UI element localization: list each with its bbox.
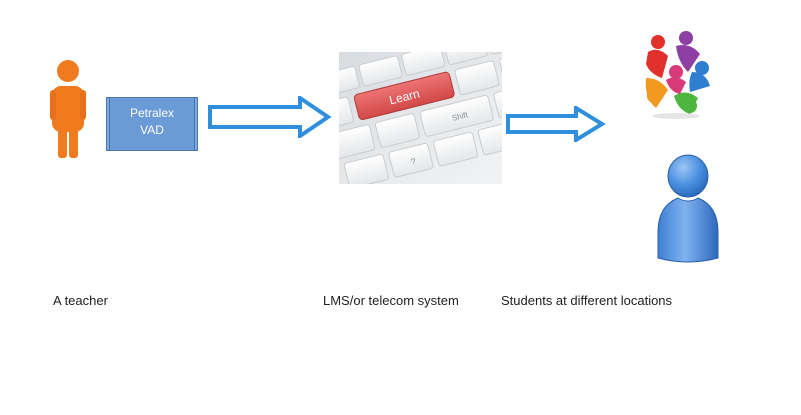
device-box-right-edge — [194, 97, 198, 151]
arrow-right-icon — [506, 106, 606, 142]
device-box-left-edge — [106, 97, 110, 151]
label-students: Students at different locations — [501, 293, 673, 308]
question-key-label: ? — [410, 156, 417, 167]
group-people-icon — [645, 31, 710, 119]
arrow-right-icon — [208, 96, 332, 138]
petralex-vad-box: Petralex VAD — [106, 97, 198, 151]
device-box-line2: VAD — [140, 123, 164, 137]
student-person-icon — [657, 154, 719, 263]
teacher-person-icon — [50, 60, 86, 158]
shift-key-label: Shift — [451, 110, 469, 123]
label-teacher: A teacher — [53, 293, 108, 308]
keyboard-learn-key-image: Learn Shift ? — [339, 52, 502, 184]
label-lms-system: LMS/or telecom system — [323, 293, 459, 308]
device-box-line1: Petralex — [129, 106, 175, 120]
